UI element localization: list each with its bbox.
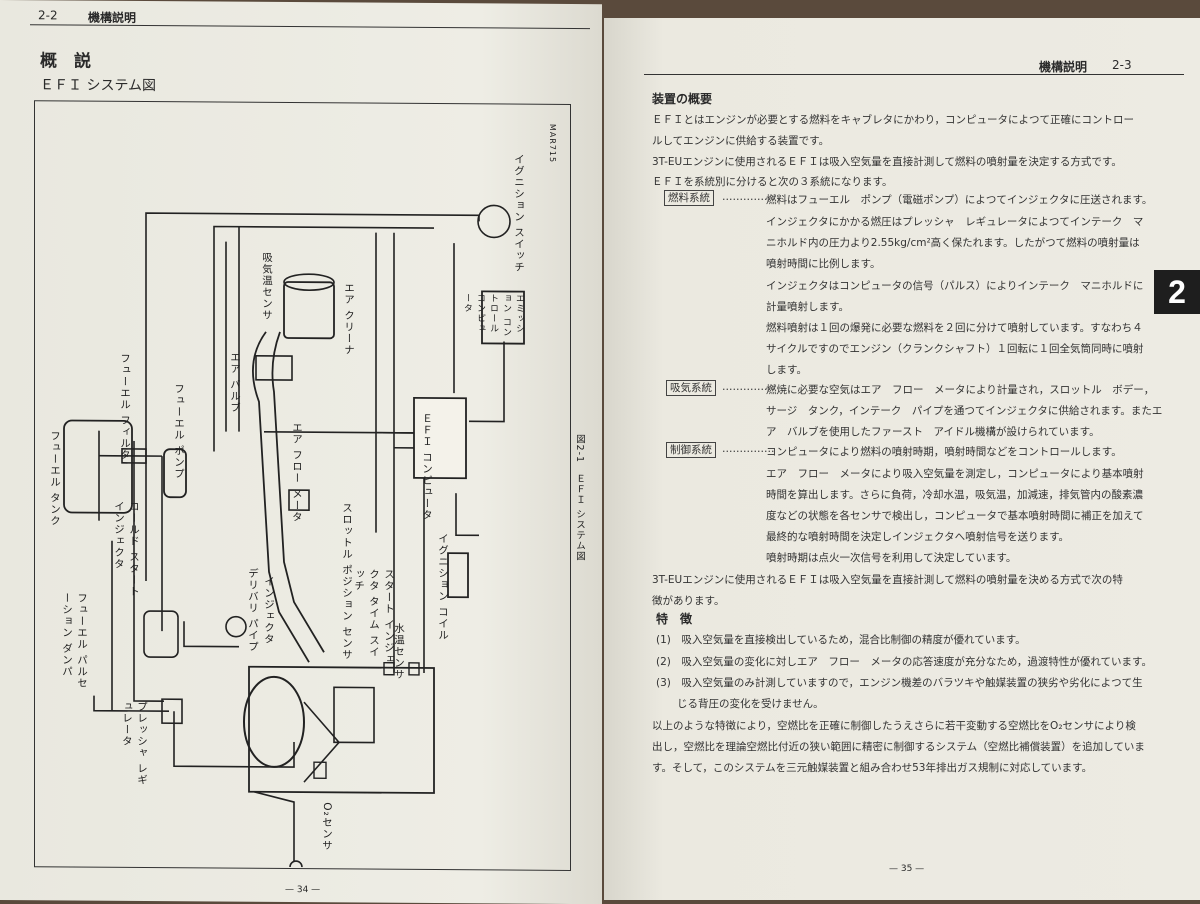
ignition-coil-box <box>448 553 468 597</box>
control-system-line: コンピュータにより燃料の噴射時期，噴射時間などをコントロールします。 <box>766 444 1122 459</box>
section-title: 概 説 <box>40 46 91 71</box>
label-fuel-tank: フューエル タンク <box>48 430 63 526</box>
pulsation-damper <box>144 611 178 657</box>
fuel-system-line: インジェクタにかかる燃圧はプレッシャ レギュレータによつてインテーク マ <box>766 214 1143 229</box>
control-system-line: 噴射時期は点火一次信号を利用して決定しています。 <box>766 550 1016 565</box>
fuel-system-line: 燃料はフューエル ポンプ（電磁ポンプ）によつてインジェクタに圧送されます。 <box>766 192 1152 207</box>
label-cold-start-injector: コールド スタート インジェクタ <box>112 501 142 601</box>
heading-features: 特 徴 <box>656 610 692 627</box>
feature-item: (3) 吸入空気量のみ計測していますので，エンジン機差のバラツキや触媒装置の狭劣… <box>656 675 1143 690</box>
left-header-rule <box>30 24 590 29</box>
intake-system-line: 燃焼に必要な空気はエア フロー メータにより計量され，スロットル ボデー， <box>766 382 1154 397</box>
label-injector: インジェクタ <box>262 576 277 645</box>
control-system-line: 度などの状態を各センサで検出し，コンピュータで基本噴射時間に補正を加えて <box>766 508 1143 523</box>
label-fuel-system: 燃料系統 <box>664 190 714 206</box>
left-header-section: 2-2 <box>38 8 58 22</box>
right-header-rule <box>644 74 1184 75</box>
feature-item: (1) 吸入空気量を直接検出しているため，混合比制御の精度が優れています。 <box>656 632 1026 647</box>
fuel-system-line: します。 <box>766 362 807 377</box>
label-efi-computer: ＥＦＩ コンピュータ <box>420 413 435 521</box>
summary-line: 徴があります。 <box>652 593 724 608</box>
label-air-flow-meter: エア フロー メータ <box>290 422 305 523</box>
label-ignition-coil: イグニション コイル <box>436 533 451 641</box>
right-page: 機構説明 2-3 2 装置の概要 ＥＦＩとはエンジンが必要とする燃料をキャブレタ… <box>604 18 1200 900</box>
left-page-number: — 34 — <box>285 885 320 895</box>
right-header-title: 機構説明 <box>1039 58 1087 75</box>
closing-line: 出し，空燃比を理論空燃比付近の狭い範囲に精密に制御するシステム（空燃比補償装置）… <box>652 739 1145 754</box>
left-header-title: 機構説明 <box>88 9 136 26</box>
closing-line: 以上のような特徴により，空燃比を正確に制御したうえさらに若干変動する空燃比をO₂… <box>652 718 1136 733</box>
figure-caption: 図2-1 ＥＦＩ システム図 <box>572 434 586 562</box>
control-system-line: エア フロー メータにより吸入空気量を測定し，コンピュータにより基本噴射 <box>766 466 1144 481</box>
fuel-system-line: サイクルですのでエンジン（クランクシャフト）１回転に１回全気筒同時に噴射 <box>766 341 1143 356</box>
label-intake-temp-sensor: 吸気温センサ <box>260 252 275 321</box>
label-air-valve: エア バルブ <box>228 352 243 414</box>
label-water-temp-sensor: 水温センサ <box>392 623 407 681</box>
fuel-system-line: 燃料噴射は１回の爆発に必要な燃料を２回に分けて噴射しています。すなわち４ <box>766 320 1143 335</box>
engine-block <box>249 667 434 793</box>
label-ignition-switch: イグニション スイッチ <box>512 154 527 273</box>
label-emission-computer: エミッション コントロール コンピュータ <box>486 293 526 341</box>
chapter-tab: 2 <box>1154 270 1200 314</box>
fuel-system-line: 計量噴射します。 <box>766 299 849 314</box>
left-page: 2-2 機構説明 概 説 ＥＦＩ システム図 MAR715 <box>0 0 602 904</box>
label-fuel-filter: フューエル フィルタ <box>118 353 133 461</box>
label-fuel-pump: フューエル ポンプ <box>172 383 187 479</box>
intro-line: 3T-EUエンジンに使用されるＥＦＩは吸入空気量を直接計測して燃料の噴射量を決定… <box>652 154 1122 169</box>
fuel-system-line: 噴射時間に比例します。 <box>766 256 880 271</box>
closing-line: す。そして，このシステムを三元触媒装置と組み合わせ53年排出ガス規制に対応してい… <box>652 760 1092 775</box>
figure-subtitle: ＥＦＩ システム図 <box>40 74 156 95</box>
control-system-line: 時間を算出します。さらに負荷，冷却水温，吸気温，加減速，排気管内の酸素濃 <box>766 487 1143 502</box>
label-delivery-pipe: デリバリ パイプ <box>246 568 261 653</box>
feature-item: (2) 吸入空気量の変化に対しエア フロー メータの応答速度が充分なため，過渡特… <box>656 654 1152 669</box>
fuel-system-line: ニホルド内の圧力より2.55kg/cm²高く保たれます。したがつて燃料の噴射量は <box>766 235 1140 250</box>
right-page-number: — 35 — <box>889 864 924 874</box>
intro-line: ＥＦＩを系統別に分けると次の３系統になります。 <box>652 174 892 189</box>
feature-item: じる背圧の変化を受けません。 <box>656 696 824 711</box>
summary-line: 3T-EUエンジンに使用されるＥＦＩは吸入空気量を直接計測して燃料の噴射量を決め… <box>652 572 1123 587</box>
control-system-line: 最終的な噴射時間を決定しインジェクタへ噴射信号を送ります。 <box>766 529 1069 544</box>
intake-system-line: ア バルブを使用したファースト アイドル機構が設けられています。 <box>766 424 1100 439</box>
right-header-section: 2-3 <box>1112 58 1132 72</box>
intake-system-line: サージ タンク，インテーク パイプを通つてインジェクタに供給されます。またエ <box>766 403 1162 418</box>
label-start-injector-switch: スタート インジェクタ タイム スイッチ <box>352 568 397 668</box>
label-o2-sensor: O₂センサ <box>320 802 335 851</box>
fuel-system-line: インジェクタはコンピュータの信号（パルス）によりインテーク マニホルドに <box>766 278 1143 293</box>
label-intake-system: 吸気系統 <box>666 380 716 396</box>
label-air-cleaner: エア クリーナ <box>342 282 357 355</box>
label-control-system: 制御系統 <box>666 442 716 458</box>
label-pulsation-damper: フューエル パルセーション ダンパ <box>60 592 90 692</box>
label-pressure-regulator: プレッシャ レギュレータ <box>120 701 150 791</box>
intro-line: ルしてエンジンに供給する装置です。 <box>652 133 829 148</box>
heading-overview: 装置の概要 <box>652 90 712 107</box>
intro-line: ＥＦＩとはエンジンが必要とする燃料をキャブレタにかわり，コンピュータによつて正確… <box>652 112 1134 127</box>
